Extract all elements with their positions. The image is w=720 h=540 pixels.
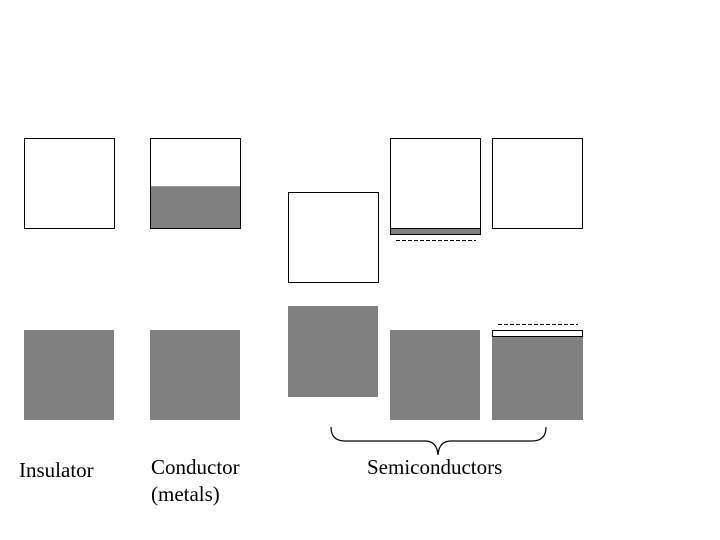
conductor-label: Conductor (metals) [151, 454, 240, 508]
conductor-conduction-band [150, 138, 241, 229]
insulator-label: Insulator [19, 458, 94, 482]
insulator-valence-band [24, 330, 114, 420]
semiconductor-p-type-bands [492, 138, 583, 420]
conductor-bands [150, 138, 241, 420]
semiconductor-p-type-conduction-band [492, 138, 583, 229]
semiconductor-intrinsic-conduction-band [288, 192, 379, 283]
conductor-conduction-band-fill [150, 186, 241, 229]
semiconductor-p-type-valence-band [492, 336, 583, 420]
semiconductor-p-type-hole-strip [492, 330, 583, 337]
insulator-conduction-band [24, 138, 115, 229]
semiconductor-intrinsic-valence-band [288, 306, 378, 397]
conductor-label-line1: Conductor [151, 455, 240, 479]
semiconductor-n-type-bands [390, 138, 481, 420]
insulator-bands [24, 138, 115, 420]
conductor-valence-band [150, 330, 240, 420]
semiconductors-brace [330, 426, 547, 456]
conductor-label-line2: (metals) [151, 482, 220, 506]
semiconductor-n-type-electron-strip [390, 228, 481, 235]
semiconductor-n-type-conduction-band [390, 138, 481, 235]
semiconductor-intrinsic-bands [288, 192, 379, 397]
semiconductors-label: Semiconductors [367, 455, 503, 479]
semiconductor-n-type-valence-band [390, 330, 480, 420]
